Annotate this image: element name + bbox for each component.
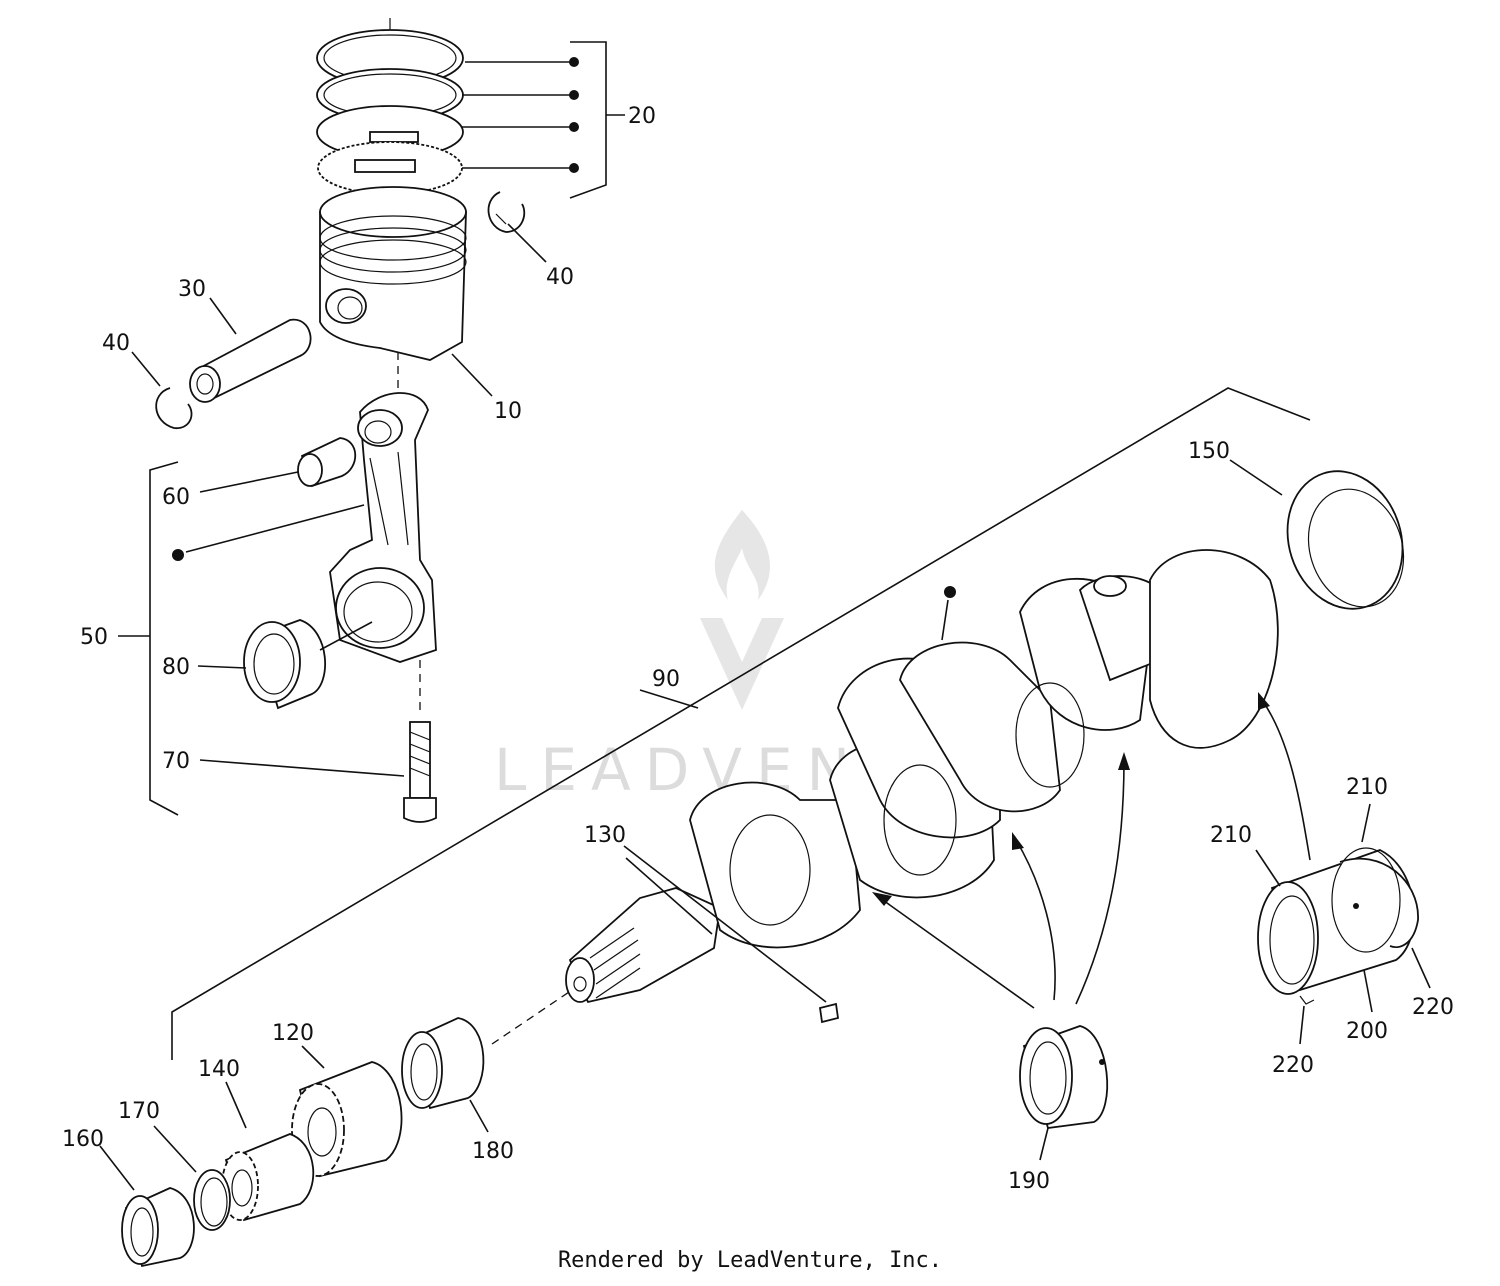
snap-ring-left [155, 387, 193, 429]
rod-assembly-bracket [149, 461, 179, 816]
callout-220-left: 220 [1272, 1053, 1314, 1078]
crank-assembly-dot [944, 586, 956, 598]
snap-ring-right [487, 191, 526, 233]
callout-180: 180 [472, 1139, 514, 1164]
callout-210-right: 210 [1346, 775, 1388, 800]
rear-seal-ring [1286, 470, 1405, 610]
front-main-bearing [401, 1017, 485, 1110]
callout-30: 30 [178, 277, 206, 302]
piston [319, 186, 467, 361]
ring-bracket [462, 41, 625, 199]
crankshaft [565, 549, 1279, 1004]
assembly-dot [172, 549, 184, 561]
callout-50: 50 [80, 625, 108, 650]
callout-90: 90 [652, 667, 680, 692]
woodruff-key [818, 1002, 840, 1024]
callout-140: 140 [198, 1057, 240, 1082]
callout-170: 170 [118, 1099, 160, 1124]
rod-bolt [403, 721, 437, 823]
connecting-rod [329, 392, 437, 663]
callout-190: 190 [1008, 1169, 1050, 1194]
callout-60: 60 [162, 485, 190, 510]
footer-credit: Rendered by LeadVenture, Inc. [557, 1248, 943, 1273]
main-bearing-center [1019, 1025, 1109, 1129]
gear-retaining-ring [193, 1169, 231, 1231]
piston-pin [189, 319, 312, 403]
callout-210-left: 210 [1210, 823, 1252, 848]
install-arrows [872, 692, 1311, 1009]
callout-130: 130 [584, 823, 626, 848]
crankshaft-bracket [171, 387, 1311, 1060]
callout-40-right: 40 [546, 265, 574, 290]
callout-200: 200 [1346, 1019, 1388, 1044]
front-oil-seal [121, 1187, 195, 1268]
thrust-bearing-assembly [1257, 847, 1419, 1005]
callout-40-left: 40 [102, 331, 130, 356]
callout-150: 150 [1188, 439, 1230, 464]
callout-70: 70 [162, 749, 190, 774]
callout-220-right: 220 [1412, 995, 1454, 1020]
callout-10: 10 [494, 399, 522, 424]
small-end-bushing [297, 437, 357, 488]
rod-bearing [243, 619, 326, 710]
callout-160: 160 [62, 1127, 104, 1152]
callout-80: 80 [162, 655, 190, 680]
piston-ring-set [316, 18, 464, 330]
callout-120: 120 [272, 1021, 314, 1046]
crank-gear-small [221, 1133, 315, 1222]
callout-20: 20 [628, 104, 656, 129]
